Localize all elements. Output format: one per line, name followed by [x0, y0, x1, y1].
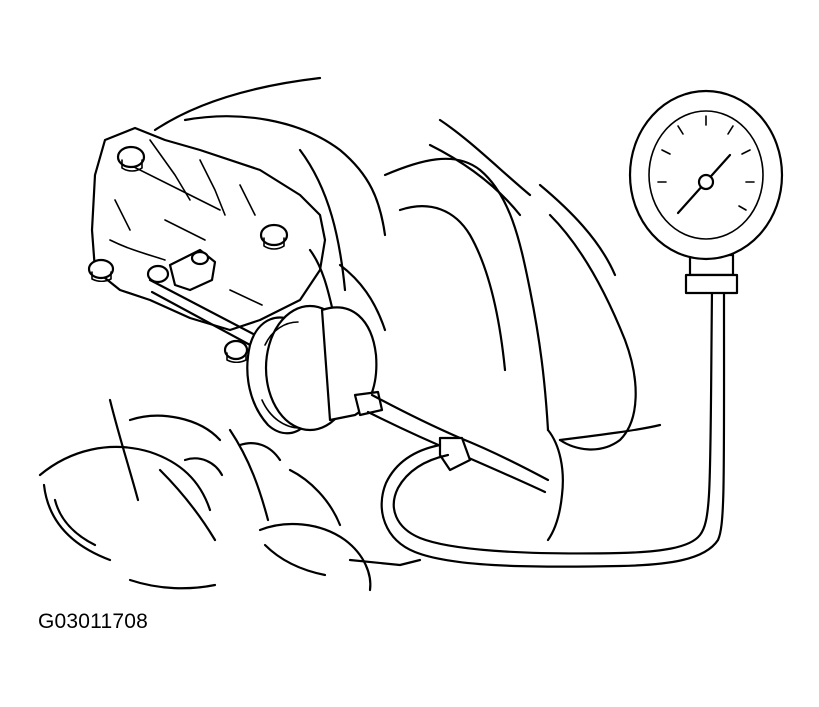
bolt-top-left [116, 145, 146, 172]
vacuum-diaphragm-actuator [246, 304, 384, 435]
gauge-needle-hub [697, 173, 715, 191]
lower-engine-parts [38, 398, 422, 592]
bolt-left [87, 258, 115, 283]
bolt-lower [223, 339, 249, 364]
figure-code: G03011708 [38, 610, 149, 633]
actuator-rod [146, 248, 282, 362]
bolt-right [259, 223, 289, 250]
engine-body-outline [153, 76, 662, 542]
pressure-gauge-icon [628, 89, 784, 295]
gauge-tick-marks [657, 115, 755, 211]
vacuum-hose [366, 288, 726, 568]
